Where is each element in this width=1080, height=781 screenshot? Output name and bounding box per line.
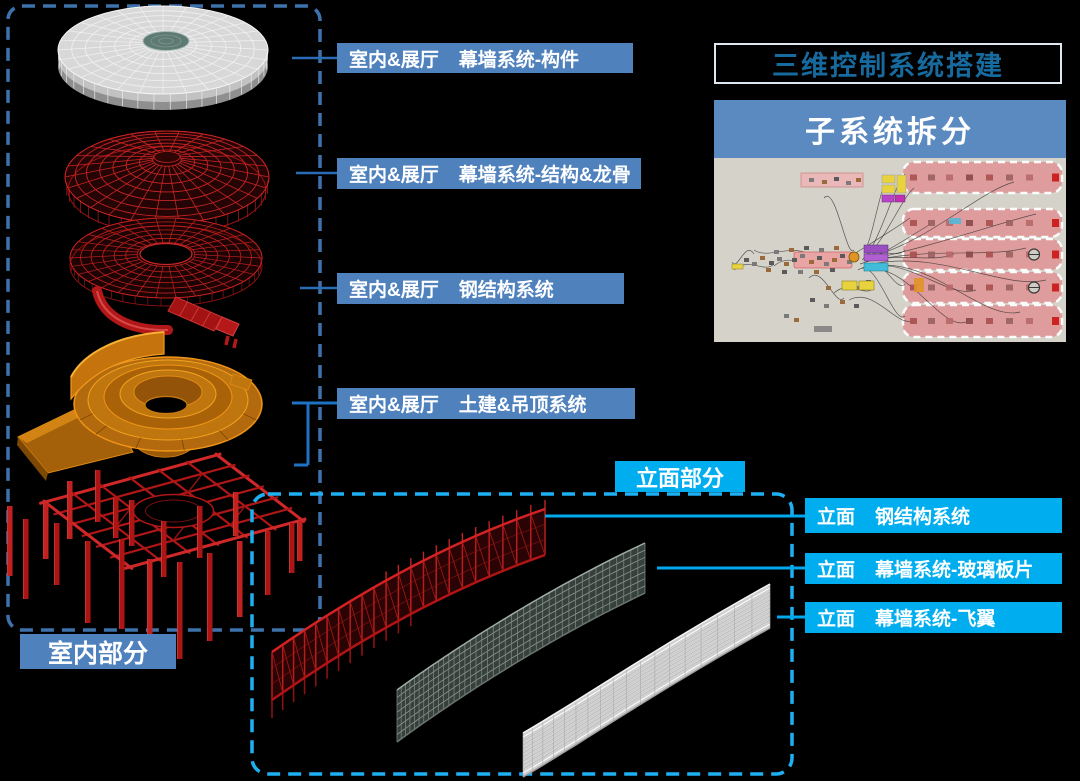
label-prefix: 室内&展厅 [349, 395, 439, 416]
interior-steel-disc [69, 217, 263, 349]
node-graph-canvas [731, 160, 1064, 339]
facade-glass-band [396, 542, 646, 743]
label-interior-curtain-structure: 室内&展厅 幕墙系统-结构&龙骨 [337, 158, 641, 189]
civil-ceiling-disc [17, 331, 263, 481]
label-name: 幕墙系统-飞翼 [875, 609, 996, 630]
facade-section-label: 立面部分 [615, 461, 745, 492]
facade-fin-band [522, 583, 771, 778]
label-prefix: 室内&展厅 [349, 165, 439, 186]
label-facade-steel-system: 立面 钢结构系统 [805, 498, 1062, 533]
label-prefix: 室内&展厅 [349, 49, 439, 71]
label-facade-fins: 立面 幕墙系统-飞翼 [805, 602, 1062, 633]
label-name: 土建&吊顶系统 [458, 395, 587, 416]
label-prefix: 立面 [817, 507, 856, 528]
panel-subtitle: 子系统拆分 [805, 116, 975, 149]
label-prefix: 立面 [817, 560, 856, 581]
label-prefix: 室内&展厅 [349, 280, 439, 301]
label-name: 幕墙系统-玻璃板片 [875, 560, 1034, 581]
panel-title: 三维控制系统搭建 [772, 51, 1004, 81]
label-interior-civil-ceiling: 室内&展厅 土建&吊顶系统 [337, 388, 635, 419]
label-facade-glass-panels: 立面 幕墙系统-玻璃板片 [805, 553, 1062, 584]
curtain-structure-disc [64, 130, 270, 235]
roof-cladding-disc [57, 5, 269, 110]
label-name: 钢结构系统 [458, 280, 554, 301]
panel-subtitle-bar: 子系统拆分 [714, 100, 1066, 158]
label-name: 幕墙系统-结构&龙骨 [458, 165, 631, 186]
label-prefix: 立面 [817, 609, 856, 630]
label-interior-curtain-component: 室内&展厅 幕墙系统-构件 [337, 43, 633, 73]
facade-dashed-box [250, 492, 794, 776]
connector-lines [292, 56, 805, 619]
label-name: 钢结构系统 [875, 507, 971, 528]
node-graph-panel [714, 158, 1066, 342]
facade-steel-truss [271, 500, 546, 718]
label-interior-steel-system: 室内&展厅 钢结构系统 [337, 273, 624, 304]
interior-steel-frame [7, 452, 307, 659]
label-name: 幕墙系统-构件 [458, 49, 580, 71]
interior-section-label: 室内部分 [20, 634, 176, 669]
panel-title-box: 三维控制系统搭建 [714, 43, 1062, 84]
